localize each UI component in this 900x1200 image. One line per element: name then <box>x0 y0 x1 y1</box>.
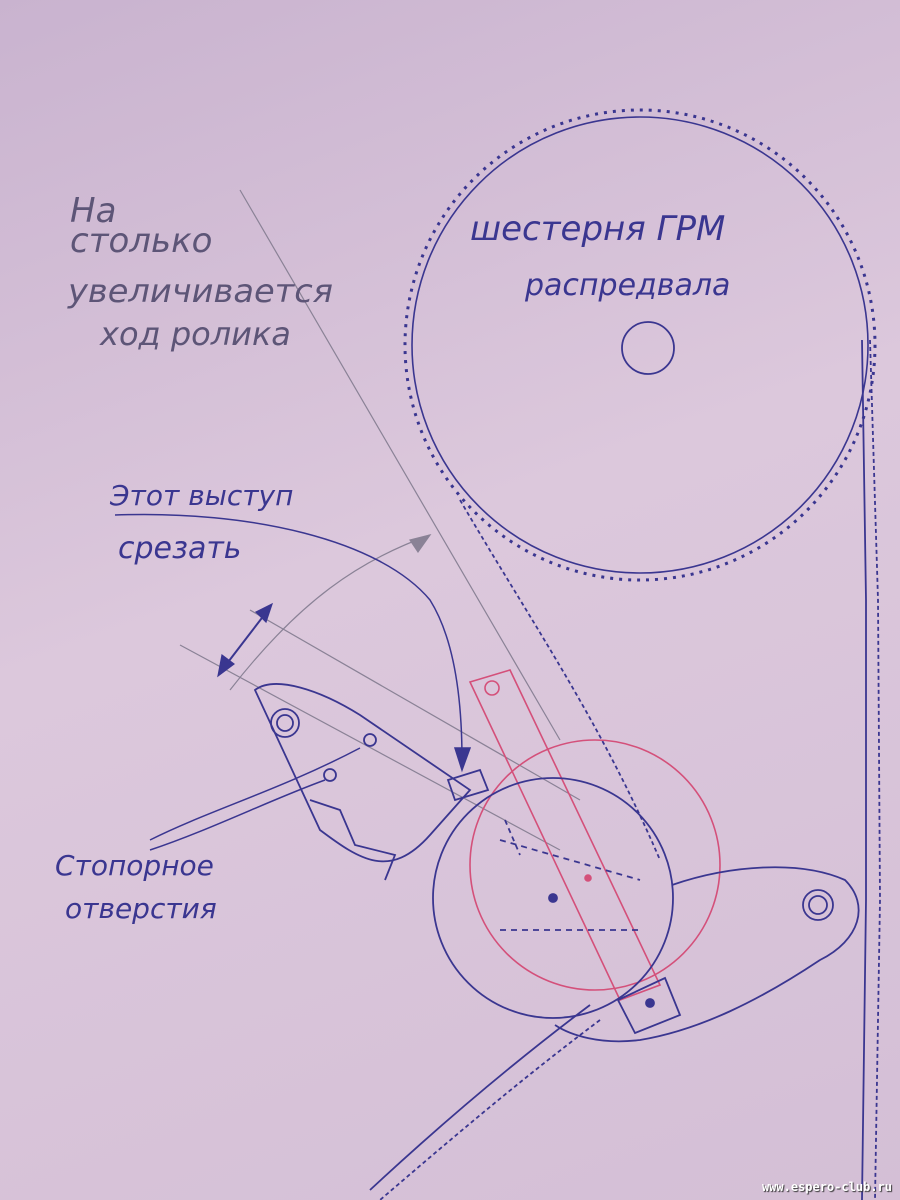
leader-cut-head <box>453 747 472 773</box>
travel-label-3: увеличивается <box>67 272 333 310</box>
labels: шестерня ГРМ распредвала На столько увел… <box>55 191 730 925</box>
travel-arrow-head-top <box>254 602 274 624</box>
travel-label-2: столько <box>70 221 212 261</box>
watermark: www.espero-club.ru <box>761 1180 892 1194</box>
leader-lines <box>114 513 472 851</box>
dashed-internal-1 <box>499 839 641 881</box>
timing-belt <box>369 339 881 1200</box>
red-roller-center <box>584 874 592 882</box>
camshaft-gear <box>403 108 877 582</box>
holes-label-1: Стопорное <box>55 849 214 882</box>
dashed-internal-3 <box>504 819 521 856</box>
bracket-pivot-inner <box>276 714 294 732</box>
pencil-arrow-head <box>409 534 432 554</box>
travel-label-4: ход ролика <box>99 315 291 353</box>
pencil-guide-1 <box>179 644 561 851</box>
belt-right-run-inner <box>861 339 867 1200</box>
red-roller-circle <box>469 739 721 991</box>
camshaft-gear-rim <box>411 116 869 574</box>
belt-left-run <box>459 499 661 861</box>
roller-center <box>548 893 558 903</box>
red-tensioner-arm <box>468 669 662 1002</box>
pencil-travel-arc <box>229 534 431 691</box>
belt-lower-run <box>379 1019 601 1200</box>
mount-plate-hole <box>645 998 655 1008</box>
tensioner-roller <box>432 777 674 1019</box>
pencil-guide-2 <box>249 609 581 801</box>
right-arm-hole-inner <box>808 895 828 915</box>
cut-label-2: срезать <box>118 531 242 566</box>
leader-holes-2 <box>149 779 326 851</box>
cam-gear-label-2: распредвала <box>524 268 730 303</box>
belt-right-run <box>869 339 881 1200</box>
protrusion-to-cut <box>446 768 490 802</box>
belt-lower-run-inner <box>369 1004 591 1191</box>
travel-arrow <box>221 609 269 671</box>
locking-hole-1 <box>363 733 377 747</box>
tensioner-bracket <box>253 683 472 863</box>
right-arm-hole <box>802 889 834 921</box>
red-tensioner-outline <box>468 669 721 1002</box>
camshaft-gear-teeth <box>403 108 877 582</box>
roller-mount-plate <box>616 976 682 1035</box>
bracket-notch <box>309 799 397 881</box>
cam-gear-label-1: шестерня ГРМ <box>470 209 725 249</box>
camshaft-gear-hub <box>621 321 675 375</box>
bracket-pivot-hole <box>270 708 300 738</box>
right-arm <box>554 866 860 1043</box>
travel-arrow-head-bottom <box>217 653 235 678</box>
cut-label-1: Этот выступ <box>109 479 293 512</box>
leader-holes-1 <box>149 747 361 841</box>
leader-cut <box>114 513 463 761</box>
holes-label-2: отверстия <box>65 892 217 925</box>
red-arm-hole <box>484 680 500 696</box>
travel-label-1: На <box>70 191 116 231</box>
blue-tensioner <box>253 683 860 1043</box>
locking-hole-2 <box>323 768 337 782</box>
pencil-lines <box>179 189 581 851</box>
pencil-guide-long <box>239 189 561 741</box>
